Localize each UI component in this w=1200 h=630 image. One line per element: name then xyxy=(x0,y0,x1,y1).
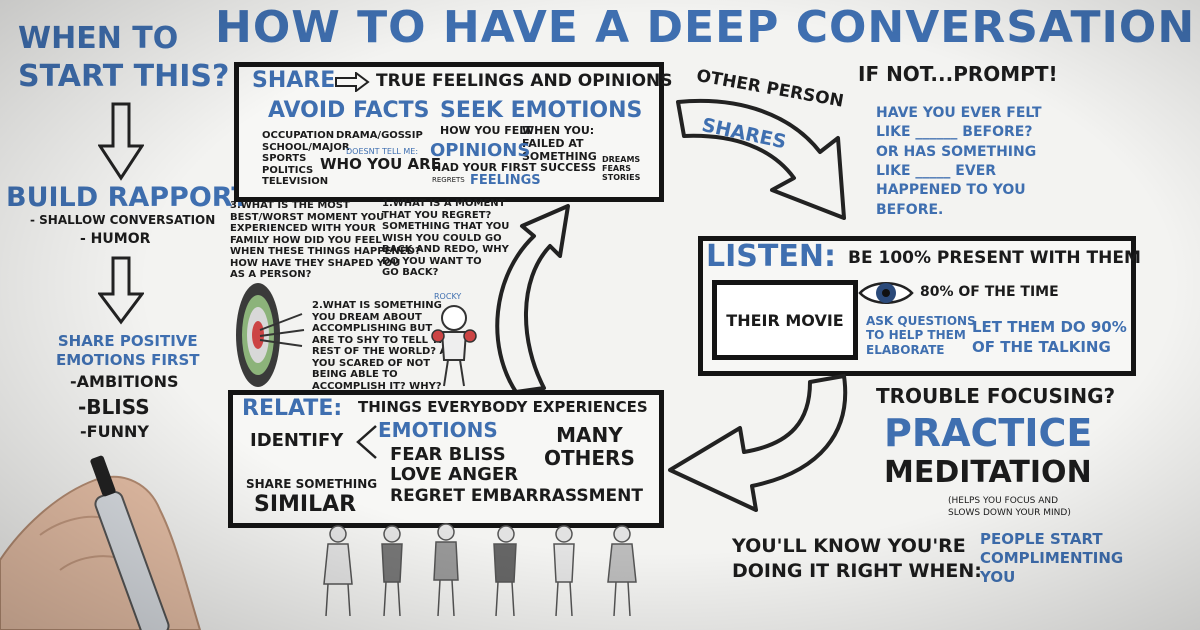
dartboard-icon xyxy=(236,283,305,387)
listen-label: LISTEN: xyxy=(706,239,836,274)
curved-arrow-shares-icon xyxy=(676,99,846,220)
first-success: HAD YOUR FIRST SUCCESS xyxy=(432,161,597,174)
emotion-line: REGRET EMBARRASSMENT xyxy=(390,486,643,506)
their-movie-tv: THEIR MOVIE xyxy=(712,280,858,360)
helps-focus-note: (HELPS YOU FOCUS AND SLOWS DOWN YOUR MIN… xyxy=(948,496,1071,518)
doesnt-tell-me: DOESNT TELL ME: xyxy=(346,147,419,156)
brace-icon xyxy=(356,425,377,459)
right-arrow-icon xyxy=(335,72,370,92)
who-you-are: WHO YOU ARE xyxy=(320,155,441,173)
people-row-illustration xyxy=(323,523,637,617)
down-arrow-icon xyxy=(98,256,144,325)
emotion-line: FEAR BLISS xyxy=(390,444,506,465)
how-you-felt: HOW YOU FELT xyxy=(440,124,532,137)
boxer-figure-icon xyxy=(431,305,477,387)
relate-text: THINGS EVERYBODY EXPERIENCES xyxy=(358,398,648,416)
emotion-line: LOVE ANGER xyxy=(390,464,519,485)
rocky-label: ROCKY xyxy=(434,292,462,301)
meditation-label: MEDITATION xyxy=(884,455,1092,490)
fact-list: OCCUPATION SCHOOL/MAJOR SPORTS POLITICS … xyxy=(262,130,350,187)
start-this-label: START THIS? xyxy=(18,59,230,94)
rapport-item: - SHALLOW CONVERSATION xyxy=(30,213,216,227)
build-rapport-label: BUILD RAPPORT xyxy=(6,182,250,213)
listen-text: BE 100% PRESENT WITH THEM xyxy=(848,248,1141,268)
emotion-item: -AMBITIONS xyxy=(70,372,179,391)
relate-label: RELATE: xyxy=(242,396,343,421)
drama-gossip: DRAMA/GOSSIP xyxy=(336,130,423,141)
similar-label: SIMILAR xyxy=(254,492,357,517)
people-start-complimenting: PEOPLE START COMPLIMENTING YOU xyxy=(980,530,1124,586)
prompt-text: HAVE YOU EVER FELT LIKE ______ BEFORE? O… xyxy=(876,105,1042,218)
share-something: SHARE SOMETHING xyxy=(246,477,378,491)
hand-with-marker-icon xyxy=(0,455,202,630)
feelings-label: FEELINGS xyxy=(470,173,541,188)
question-3: 3.WHAT IS THE MOST BEST/WORST MOMENT YOU… xyxy=(230,200,421,280)
down-arrow-icon xyxy=(98,102,144,181)
let-them-talk: LET THEM DO 90% OF THE TALKING xyxy=(972,318,1127,356)
when-you: WHEN YOU: xyxy=(522,124,595,137)
eighty-percent: 80% OF THE TIME xyxy=(920,284,1059,300)
if-not-prompt: IF NOT...PROMPT! xyxy=(858,62,1058,86)
regrets: REGRETS xyxy=(432,176,465,184)
avoid-facts-label: AVOID FACTS xyxy=(268,98,430,123)
share-label: SHARE xyxy=(252,68,336,93)
dreams-fears-stories: DREAMS FEARS STORIES xyxy=(602,155,641,183)
youll-know-label: YOU'LL KNOW YOU'RE DOING IT RIGHT WHEN: xyxy=(732,535,982,582)
ask-questions: ASK QUESTIONS TO HELP THEM ELABORATE xyxy=(866,314,976,357)
share-box xyxy=(234,62,664,202)
emotion-item: -FUNNY xyxy=(80,422,149,441)
opinions-label: OPINIONS xyxy=(430,140,531,161)
question-1: 1.WHAT IS A MOMENT THAT YOU REGRET? SOME… xyxy=(382,198,510,278)
eye-icon xyxy=(858,282,914,304)
practice-label: PRACTICE xyxy=(884,411,1093,455)
share-positive-label: SHARE POSITIVE EMOTIONS FIRST xyxy=(56,332,200,369)
emotions-label: EMOTIONS xyxy=(378,418,498,442)
curved-arrow-up-icon xyxy=(495,204,570,394)
page-title: HOW TO HAVE A DEEP CONVERSATION xyxy=(215,2,1196,53)
trouble-focusing: TROUBLE FOCUSING? xyxy=(876,384,1116,408)
rapport-item: - HUMOR xyxy=(80,231,151,247)
emotion-item: -BLISS xyxy=(78,395,150,419)
seek-emotions-label: SEEK EMOTIONS xyxy=(440,98,643,123)
identify-label: IDENTIFY xyxy=(250,430,344,451)
when-to-label: WHEN TO xyxy=(18,21,179,56)
share-text: TRUE FEELINGS AND OPINIONS xyxy=(376,71,673,91)
many-others: MANY OTHERS xyxy=(544,423,635,470)
failed-at-something: FAILED AT SOMETHING xyxy=(522,137,597,163)
curved-arrow-down-icon xyxy=(668,374,848,512)
their-movie-label: THEIR MOVIE xyxy=(726,310,844,330)
